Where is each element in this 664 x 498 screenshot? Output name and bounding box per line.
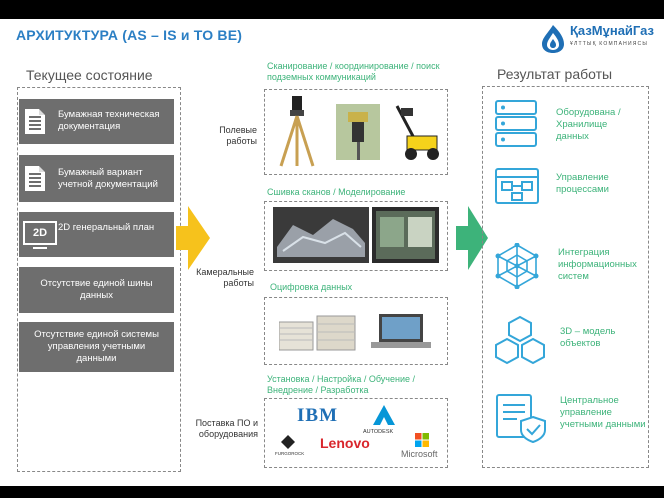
bottom-bar (0, 486, 664, 498)
autodesk-logo-icon (373, 405, 395, 425)
supply-label: Поставка ПО и оборудования (195, 418, 258, 439)
modeling-label: Сшивка сканов / Моделирование (267, 187, 406, 197)
result-item-storage: Оборудована / Хранилище данных (556, 107, 621, 142)
supply-panel: IBM AUTODESK FURGOROCK Lenovo Microsoft (264, 398, 448, 468)
microsoft-logo-text: Microsoft (401, 449, 438, 459)
3d-model-screen-image (372, 207, 439, 263)
card-label: Отсутствие единой системы управления уче… (34, 329, 159, 364)
document-icon (25, 166, 45, 191)
network-icon (495, 243, 539, 289)
office-work-label: Камеральные работы (196, 267, 254, 288)
server-icon (495, 100, 537, 147)
office-work-panel-digit (264, 297, 448, 365)
autodesk-logo-text: AUTODESK (363, 429, 394, 435)
result-item-central-mgmt: Центральное управление учетными данными (560, 395, 646, 430)
field-work-label: Полевые работы (219, 125, 257, 146)
flame-logo-icon (542, 25, 564, 53)
result-panel (482, 86, 649, 468)
laptop-icon (371, 314, 431, 348)
document-icon (25, 109, 45, 134)
tripod-scanner-icon (279, 96, 315, 167)
georadar-cart-icon (395, 105, 439, 160)
card-paper-accounting-docs: Бумажный вариант учетной документаций (19, 155, 174, 202)
arrow-right-green-icon (456, 206, 488, 270)
install-label: Установка / Настройка / Обучение / Внедр… (267, 374, 416, 395)
card-label: Отсутствие единой шины данных (40, 278, 153, 301)
secure-doc-icon (496, 394, 546, 443)
scan-label: Сканирование / координирование / поиск п… (267, 61, 440, 82)
card-2d-plan: 2D 2D генеральный план (19, 212, 174, 257)
monitor-2d-icon: 2D (23, 221, 57, 249)
current-state-panel (17, 87, 181, 472)
furgorock-logo-text: FURGOROCK (275, 451, 305, 456)
page-title: АРХИТУКТУРА (AS – IS и TO BE) (16, 27, 243, 43)
result-item-integration: Интеграция информационных систем (558, 247, 637, 282)
arrow-right-yellow-icon (176, 206, 210, 270)
result-item-process-mgmt: Управление процессами (556, 172, 609, 195)
furgorock-logo-icon (281, 435, 295, 449)
logo-tagline: ҰЛТТЫҚ КОМПАНИЯСЫ (570, 41, 648, 47)
card-no-account-mgmt: Отсутствие единой системы управления уче… (19, 322, 174, 372)
logo-name: ҚазМұнайГаз (570, 23, 654, 38)
card-no-data-bus: Отсутствие единой шины данных (19, 267, 174, 313)
ibm-logo: IBM (297, 405, 338, 426)
microsoft-logo-icon (415, 433, 429, 447)
field-work-panel (264, 89, 448, 175)
cubes-icon (495, 315, 545, 365)
paper-stacks-icon (279, 315, 356, 351)
result-heading: Результат работы (497, 66, 613, 82)
pointcloud-scan-image (273, 207, 369, 263)
card-label: Бумажный вариант учетной документаций (58, 167, 158, 190)
lenovo-logo: Lenovo (320, 435, 370, 451)
digitization-label: Оцифровка данных (270, 282, 353, 292)
gnss-receiver-photo (336, 104, 380, 160)
process-icon (495, 168, 539, 204)
card-paper-tech-docs: Бумажная техническая документация (19, 99, 174, 144)
company-logo: ҚазМұнайГаз ҰЛТТЫҚ КОМПАНИЯСЫ (540, 22, 660, 56)
card-label: Бумажная техническая документация (58, 109, 160, 132)
office-work-panel-model (264, 201, 448, 271)
card-label: 2D генеральный план (58, 222, 155, 233)
top-bar (0, 0, 664, 19)
current-state-heading: Текущее состояние (26, 67, 153, 83)
result-item-3d-model: 3D – модель объектов (560, 326, 616, 349)
